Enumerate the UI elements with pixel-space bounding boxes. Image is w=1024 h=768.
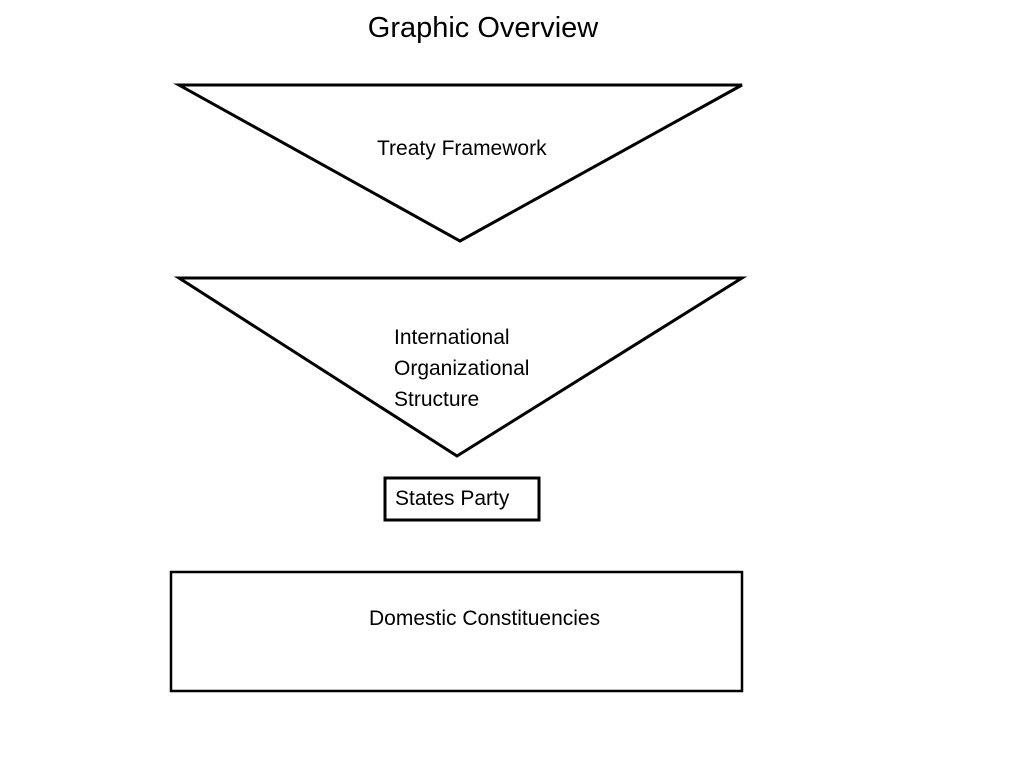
domestic-constituencies-box — [169, 570, 744, 693]
domestic-constituencies-label: Domestic Constituencies — [369, 607, 601, 630]
international-org-structure-triangle — [173, 276, 748, 458]
states-party-box — [383, 476, 541, 522]
states-party-label: States Party — [395, 487, 510, 510]
diagram-title: Graphic Overview — [367, 12, 599, 44]
treaty-framework-triangle — [173, 83, 743, 243]
treaty-framework-label: Treaty Framework — [377, 137, 547, 160]
international-org-structure-label: International Organizational Structure — [394, 326, 530, 411]
